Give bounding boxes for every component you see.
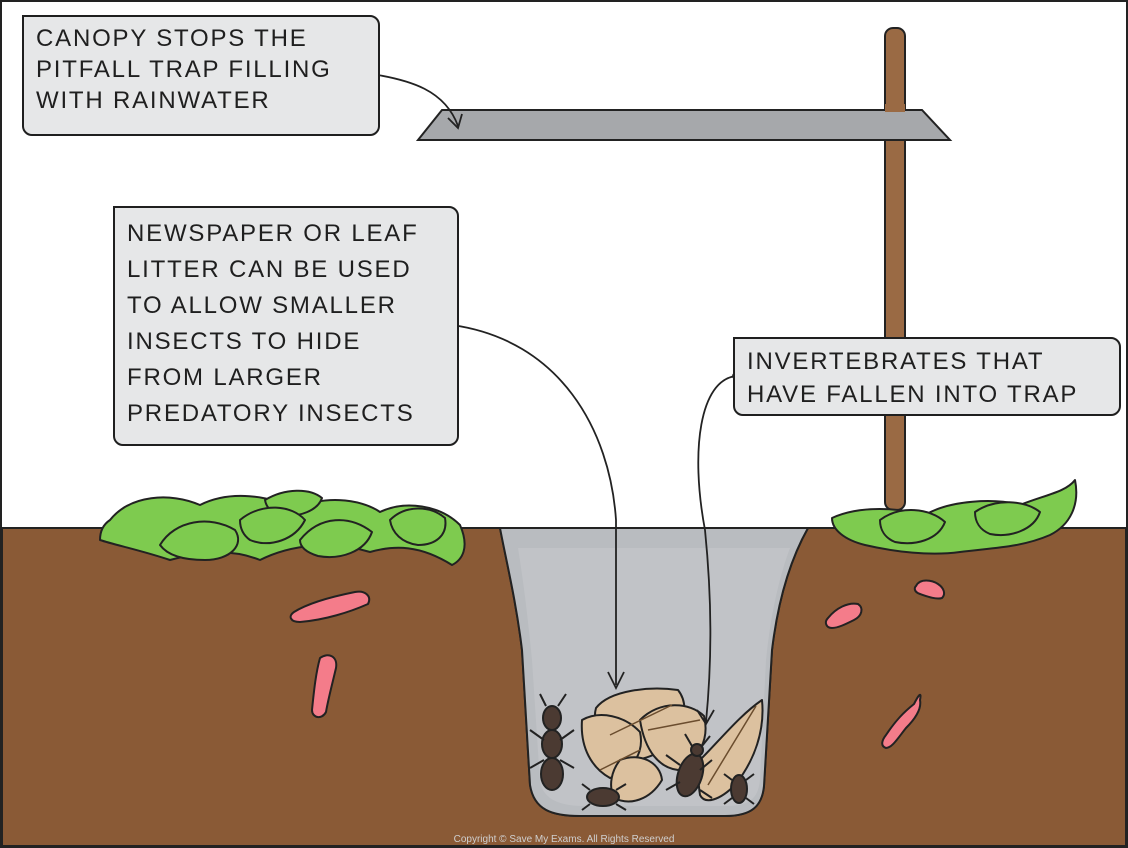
invertebrates-label-line: HAVE FALLEN INTO TRAP bbox=[747, 378, 1109, 411]
invertebrates-label-line: INVERTEBRATES THAT bbox=[747, 345, 1109, 378]
newspaper-label: NEWSPAPER OR LEAF LITTER CAN BE USED TO … bbox=[113, 206, 459, 446]
newspaper-label-line: TO ALLOW SMALLER bbox=[127, 288, 447, 324]
canopy-stake-front bbox=[885, 104, 905, 112]
canopy-cover bbox=[418, 110, 950, 140]
newspaper-label-line: LITTER CAN BE USED bbox=[127, 252, 447, 288]
canopy-label-line: WITH RAINWATER bbox=[36, 85, 368, 116]
canopy-label: CANOPY STOPS THE PITFALL TRAP FILLING WI… bbox=[22, 15, 380, 136]
invertebrates-label: INVERTEBRATES THAT HAVE FALLEN INTO TRAP bbox=[733, 337, 1121, 416]
canopy-label-line: CANOPY STOPS THE bbox=[36, 23, 368, 54]
small-beetle-bottom bbox=[582, 784, 626, 810]
newspaper-label-line: FROM LARGER bbox=[127, 360, 447, 396]
copyright-watermark: Copyright © Save My Exams. All Rights Re… bbox=[0, 834, 1128, 845]
canopy-stake bbox=[885, 28, 905, 510]
canopy-label-line: PITFALL TRAP FILLING bbox=[36, 54, 368, 85]
newspaper-label-line: NEWSPAPER OR LEAF bbox=[127, 216, 447, 252]
newspaper-label-line: PREDATORY INSECTS bbox=[127, 396, 447, 432]
newspaper-label-line: INSECTS TO HIDE bbox=[127, 324, 447, 360]
